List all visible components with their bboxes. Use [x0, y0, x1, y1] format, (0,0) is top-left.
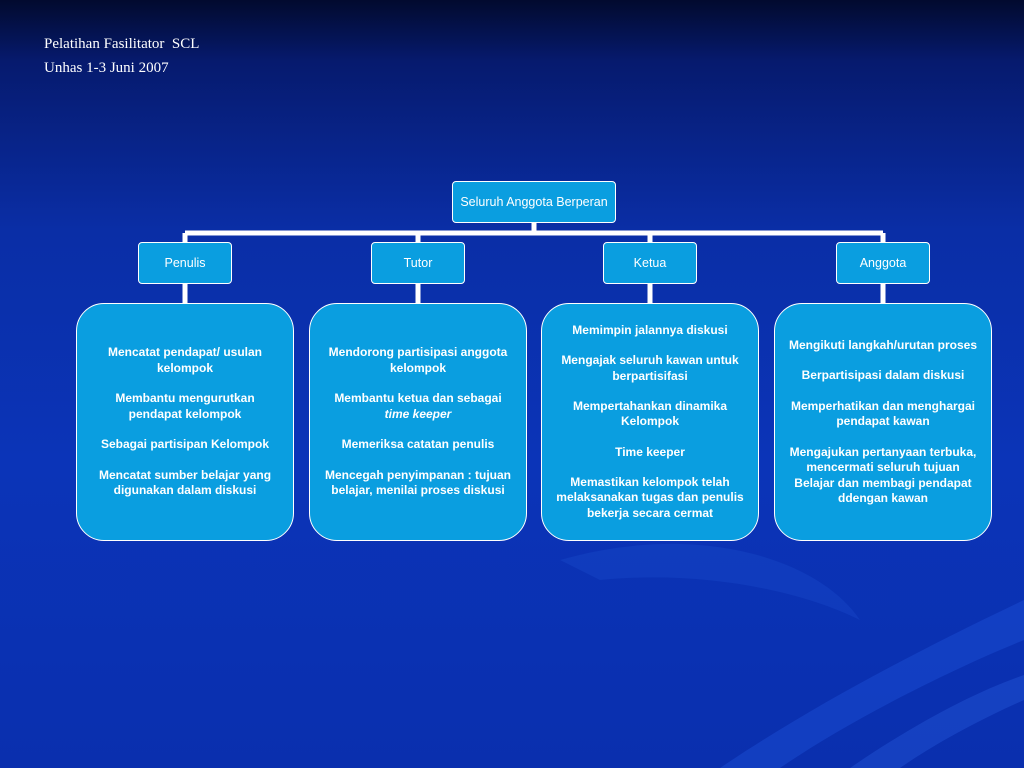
detail-item: Memimpin jalannya diskusi [572, 323, 728, 338]
detail-box-penulis: Mencatat pendapat/ usulan kelompok Memba… [76, 303, 294, 541]
role-node-tutor: Tutor [371, 242, 465, 284]
slide-header: Pelatihan Fasilitator SCL Unhas 1-3 Juni… [44, 32, 199, 80]
role-node-anggota: Anggota [836, 242, 930, 284]
detail-box-ketua: Memimpin jalannya diskusi Mengajak selur… [541, 303, 759, 541]
role-node-ketua: Ketua [603, 242, 697, 284]
header-title: Pelatihan Fasilitator SCL [44, 36, 200, 52]
detail-item: Time keeper [615, 444, 685, 459]
detail-item: Memperhatikan dan menghargai pendapat ka… [790, 398, 976, 429]
detail-item: Mencatat sumber belajar yang digunakan d… [98, 467, 272, 498]
detail-item: Sebagai partisipan Kelompok [100, 437, 270, 452]
detail-box-tutor: Mendorong partisipasi anggota kelompok M… [309, 303, 527, 541]
header-subtitle: Unhas 1-3 Juni 2007 [44, 60, 169, 76]
detail-item: Mengajak seluruh kawan untuk berpartisif… [561, 353, 739, 383]
root-node: Seluruh Anggota Berperan [452, 181, 616, 223]
detail-item-text: Membantu ketua dan sebagai [334, 391, 502, 406]
detail-item: Mempertahankan dinamika Kelompok [572, 399, 728, 429]
detail-item: Mencatat pendapat/ usulan kelompok [107, 345, 263, 375]
detail-item: Membantu mengurutkan pendapat kelompok [115, 391, 255, 421]
detail-box-anggota: Mengikuti langkah/urutan proses Berparti… [774, 303, 992, 541]
detail-item: Memastikan kelompok telah melaksanakan t… [556, 474, 744, 520]
role-node-penulis: Penulis [138, 242, 232, 284]
detail-item-emphasis: time keeper [384, 406, 452, 421]
detail-item: Mengajukan pertanyaan terbuka, mencermat… [789, 444, 977, 506]
detail-item: Memeriksa catatan penulis [341, 437, 495, 452]
detail-item: Mencegah penyimpanan : tujuan belajar, m… [324, 467, 512, 498]
detail-item: Berpartisipasi dalam diskusi [801, 368, 965, 382]
detail-item: Membantu ketua dan sebagai time keeper [322, 391, 514, 422]
detail-item: Mendorong partisipasi anggota kelompok [328, 345, 508, 375]
detail-item: Mengikuti langkah/urutan proses [788, 337, 978, 352]
